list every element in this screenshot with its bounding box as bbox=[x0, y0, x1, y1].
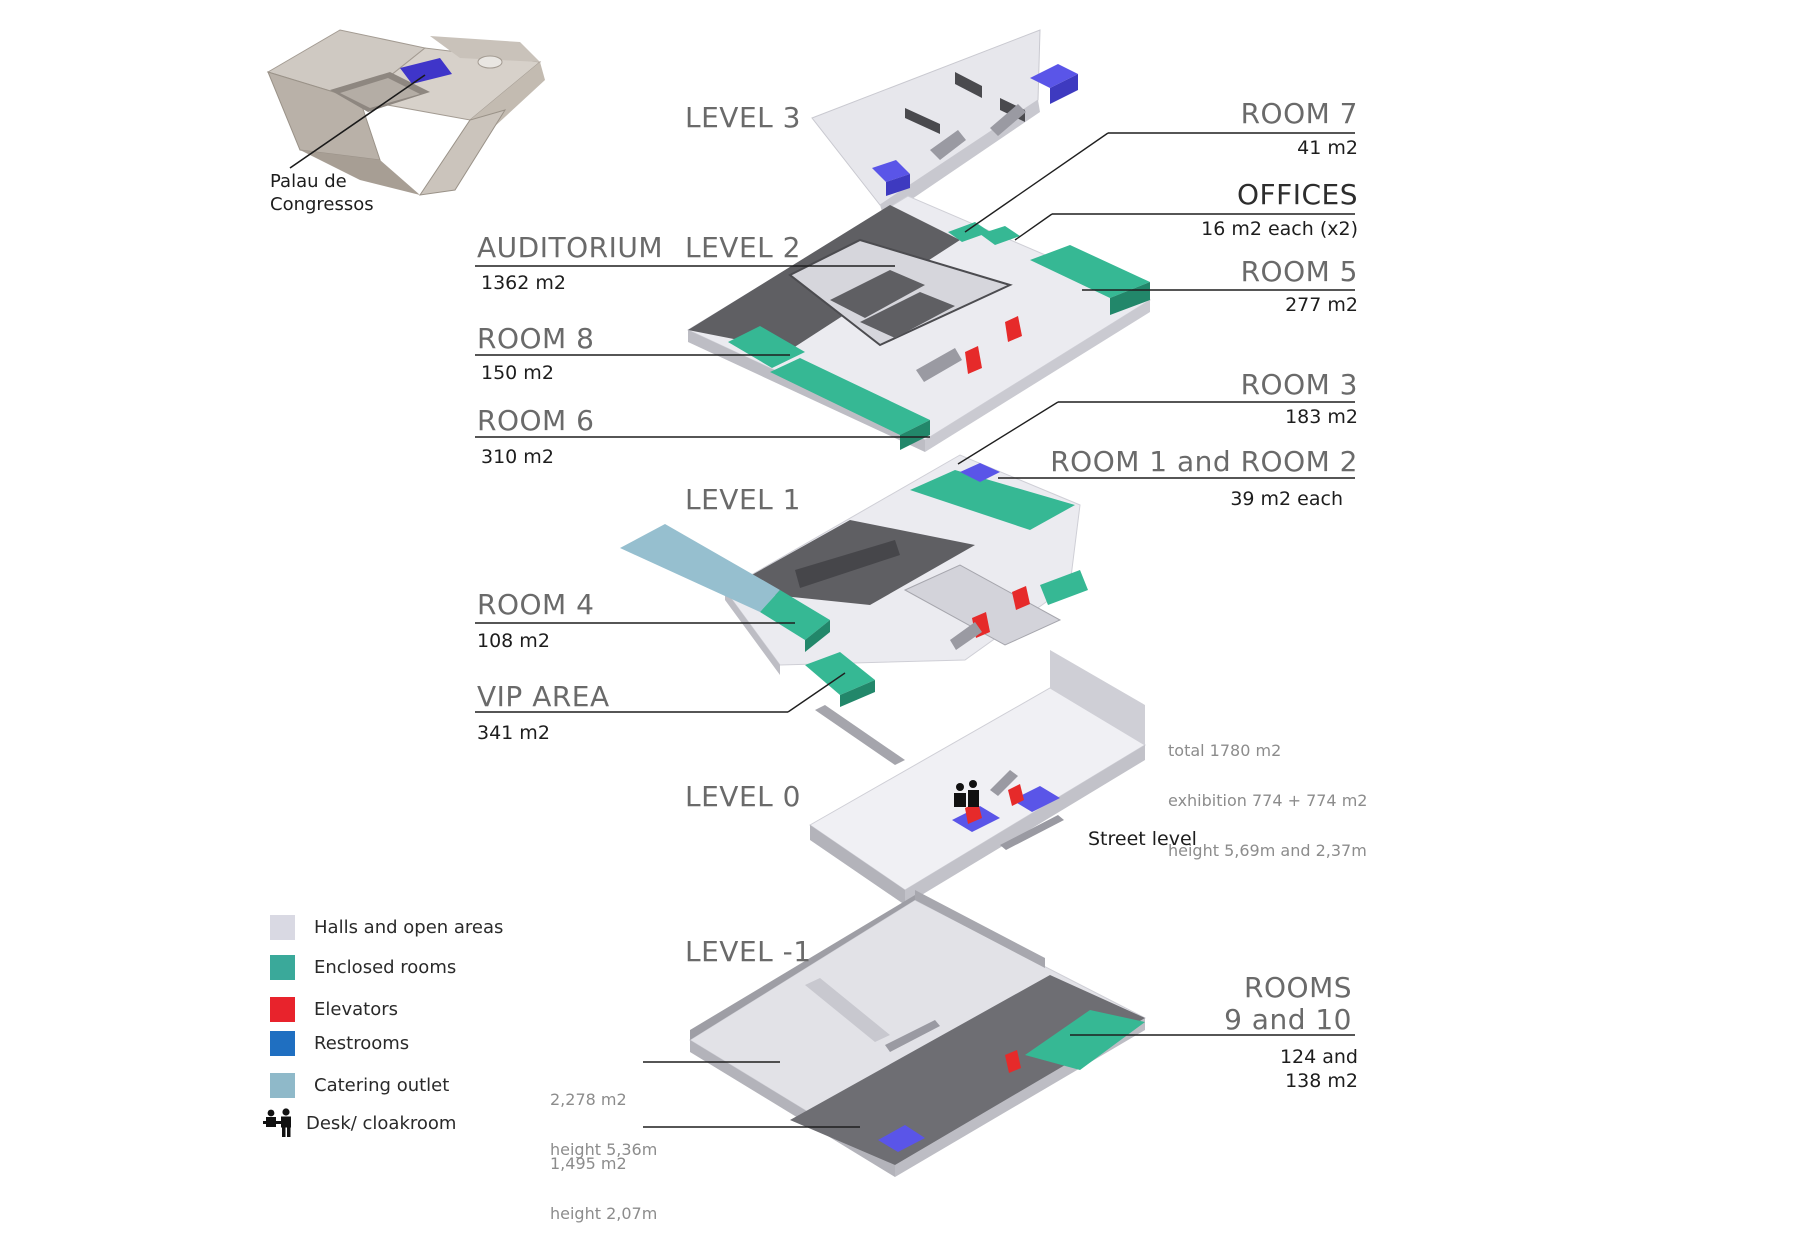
auditorium-name: AUDITORIUM bbox=[477, 231, 663, 264]
legend-item-elevators: Elevators bbox=[270, 995, 398, 1023]
room-5-name: ROOM 5 bbox=[1240, 255, 1358, 288]
level-1-title: LEVEL 1 bbox=[685, 483, 801, 516]
level-2-plate bbox=[686, 195, 1152, 452]
vip-area-name: VIP AREA bbox=[477, 680, 610, 713]
level-0-notes: total 1780 m2 exhibition 774 + 774 m2 he… bbox=[1168, 709, 1367, 877]
level-0-total: total 1780 m2 bbox=[1168, 740, 1282, 760]
building-locator-thumbnail bbox=[266, 29, 545, 196]
vip-area-area: 341 m2 bbox=[477, 722, 550, 744]
floor-plan-diagram: Palau de Congressos LEVEL 3 LEVEL 2 LEVE… bbox=[262, 29, 1367, 1222]
legend-label: Desk/ cloakroom bbox=[306, 1112, 457, 1134]
room-1-and-2-area: 39 m2 each bbox=[1230, 488, 1343, 510]
room-6-name: ROOM 6 bbox=[477, 404, 595, 437]
level-3-plate bbox=[811, 29, 1078, 218]
offices-area: 16 m2 each (x2) bbox=[1201, 218, 1358, 240]
leader-lines bbox=[475, 132, 1355, 1128]
level-minus-1-lower-height: height 2,07m bbox=[550, 1203, 658, 1223]
locator-label-line-1: Palau de bbox=[270, 171, 347, 192]
rooms-9-10-name-line-2: 9 and 10 bbox=[1224, 1003, 1352, 1037]
desk-cloakroom-marker bbox=[954, 780, 979, 807]
level-0-height: height 5,69m and 2,37m bbox=[1168, 841, 1367, 861]
rooms-9-10-name-line-1: ROOMS bbox=[1244, 971, 1352, 1004]
legend-item-restrooms: Restrooms bbox=[270, 1029, 409, 1057]
level-minus-1-plate bbox=[689, 890, 1147, 1177]
auditorium-area: 1362 m2 bbox=[481, 272, 566, 294]
restrooms-swatch bbox=[270, 1030, 295, 1056]
legend-item-catering: Catering outlet bbox=[270, 1071, 449, 1099]
offices-name: OFFICES bbox=[1236, 178, 1358, 211]
room-1-and-2-name: ROOM 1 and ROOM 2 bbox=[1050, 445, 1358, 478]
locator-label-line-2: Congressos bbox=[270, 194, 374, 216]
halls-swatch bbox=[270, 914, 295, 940]
level-minus-1-lower-area: 1,495 m2 bbox=[550, 1153, 627, 1173]
level-3-title: LEVEL 3 bbox=[685, 101, 801, 134]
level-minus-1-title: LEVEL -1 bbox=[685, 935, 812, 968]
room-6-area: 310 m2 bbox=[481, 446, 554, 468]
room-4-name: ROOM 4 bbox=[477, 588, 595, 621]
room-7-area: 41 m2 bbox=[1297, 137, 1358, 159]
legend-label: Restrooms bbox=[314, 1032, 410, 1054]
level-minus-1-lower-note: 1,495 m2 height 2,07m bbox=[550, 1122, 657, 1240]
elevators-swatch bbox=[270, 996, 295, 1022]
desk-cloakroom-icon bbox=[263, 1108, 291, 1137]
rooms-9-10-name: ROOMS 9 and 10 bbox=[1224, 971, 1352, 1037]
room-7-name: ROOM 7 bbox=[1240, 97, 1358, 130]
level-minus-1-upper-note: 2,278 m2 height 5,36m bbox=[550, 1058, 657, 1176]
level-0-title: LEVEL 0 bbox=[685, 780, 801, 813]
legend-label: Elevators bbox=[314, 998, 398, 1020]
level-1-plate bbox=[620, 454, 1088, 707]
level-2-title: LEVEL 2 bbox=[685, 231, 801, 264]
rooms-9-10-area-line-1: 124 and bbox=[1279, 1046, 1358, 1068]
level-0-exhibition: exhibition 774 + 774 m2 bbox=[1168, 790, 1368, 810]
level-minus-1-upper-height: height 5,36m bbox=[550, 1139, 658, 1159]
locator-label: Palau de Congressos bbox=[270, 170, 374, 216]
legend-item-desk-cloakroom: Desk/ cloakroom bbox=[262, 1108, 457, 1137]
isometric-levels-drawing bbox=[266, 29, 1355, 1177]
legend-item-halls: Halls and open areas bbox=[270, 913, 503, 941]
room-5-area: 277 m2 bbox=[1285, 294, 1358, 316]
enclosed-rooms-swatch bbox=[270, 954, 295, 980]
room-3-area: 183 m2 bbox=[1285, 406, 1358, 428]
street-level-label: Street level bbox=[1088, 828, 1197, 850]
level-minus-1-upper-area: 2,278 m2 bbox=[550, 1089, 627, 1109]
level-0-plate bbox=[809, 650, 1146, 905]
room-8-name: ROOM 8 bbox=[477, 322, 595, 355]
legend-label: Enclosed rooms bbox=[314, 956, 457, 978]
legend-item-enclosed-rooms: Enclosed rooms bbox=[270, 953, 456, 981]
rooms-9-10-area-line-2: 138 m2 bbox=[1285, 1070, 1358, 1093]
room-4-area: 108 m2 bbox=[477, 630, 550, 652]
room-8-area: 150 m2 bbox=[481, 362, 554, 384]
room-3-name: ROOM 3 bbox=[1240, 368, 1358, 401]
legend-label: Halls and open areas bbox=[314, 916, 504, 938]
catering-swatch bbox=[270, 1072, 295, 1098]
legend-label: Catering outlet bbox=[314, 1074, 450, 1096]
rooms-9-10-area: 124 and 138 m2 bbox=[1280, 1045, 1358, 1094]
